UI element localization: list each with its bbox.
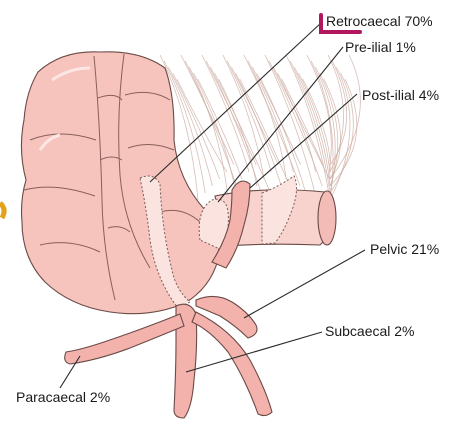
caecum-colon [21, 52, 218, 314]
label-preilial: Pre-ilial 1% [345, 39, 416, 55]
mesentery-fibers [160, 55, 360, 200]
mesentery-fiber [257, 73, 301, 165]
mesentery-fiber [223, 55, 264, 179]
label-postilial: Post-ilial 4% [362, 87, 439, 103]
label-subcaecal: Subcaecal 2% [325, 323, 415, 339]
paracaecal-appendix [65, 314, 184, 364]
mesentery-fiber [265, 55, 315, 193]
label-pelvic: Pelvic 21% [370, 241, 439, 257]
edge-mark [0, 203, 4, 218]
label-retrocaecal: Retrocaecal 70% [326, 13, 433, 29]
mesentery-fiber [328, 55, 344, 172]
mesentery-fiber [177, 79, 227, 172]
mesentery-fiber [290, 61, 330, 193]
mesentery-fiber [198, 79, 242, 179]
mesentery-fiber [219, 79, 257, 186]
mesentery-fiber [173, 73, 220, 179]
label-paracaecal: Paracaecal 2% [16, 389, 110, 405]
